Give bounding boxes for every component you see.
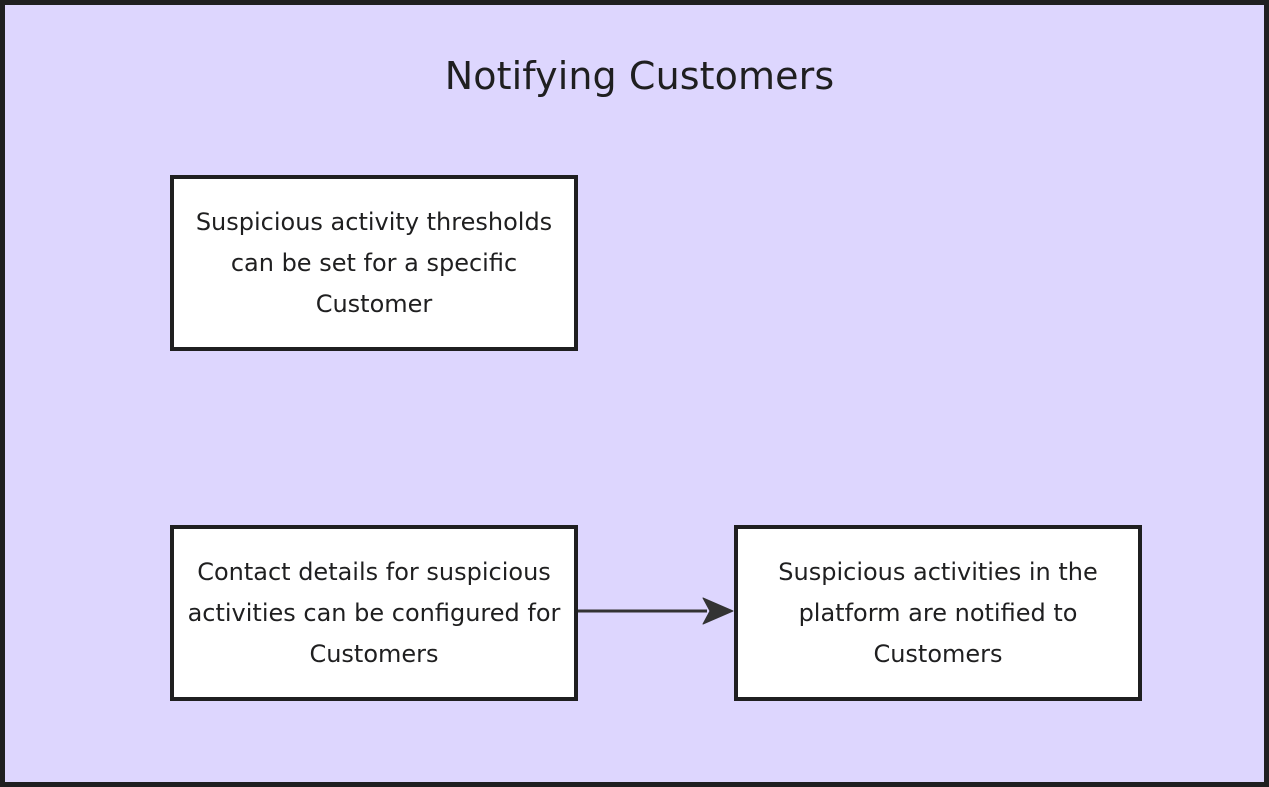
- node-label: Contact details for suspicious activitie…: [187, 557, 561, 668]
- edge-contact-to-notify: [573, 597, 734, 625]
- node-contact-details[interactable]: Contact details for suspicious activitie…: [170, 525, 578, 701]
- arrowhead-icon: [702, 597, 734, 625]
- node-label: Suspicious activities in the platform ar…: [778, 557, 1098, 668]
- node-suspicious-activities-notified[interactable]: Suspicious activities in the platform ar…: [734, 525, 1142, 701]
- page-title: Notifying Customers: [444, 54, 835, 98]
- node-suspicious-activity-thresholds[interactable]: Suspicious activity thresholds can be se…: [170, 175, 578, 351]
- node-label: Suspicious activity thresholds can be se…: [195, 207, 553, 318]
